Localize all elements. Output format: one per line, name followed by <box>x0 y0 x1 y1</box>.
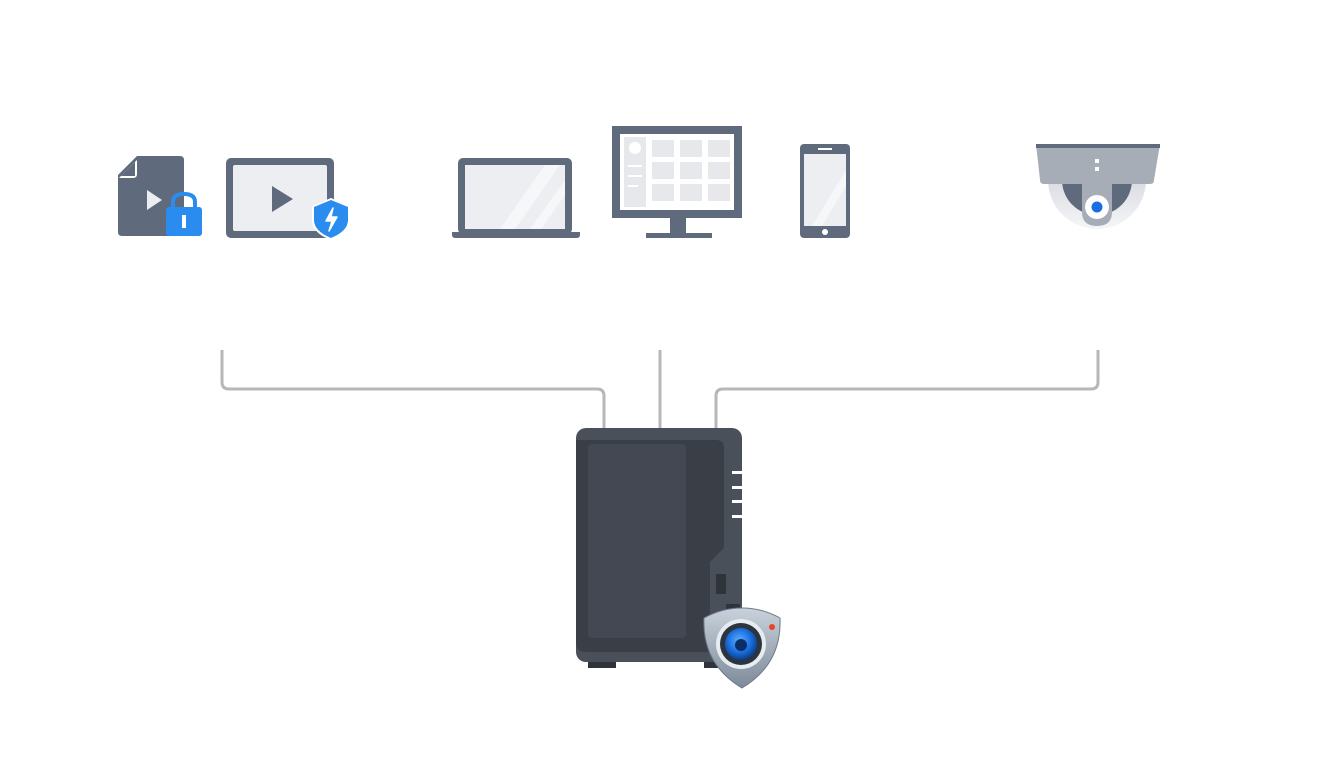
dome-ip-camera-icon <box>1036 144 1160 229</box>
nas-status-leds <box>732 471 742 518</box>
nas-server-icon <box>576 428 742 668</box>
smartphone-icon <box>800 144 850 238</box>
connector-lines <box>220 350 1100 428</box>
protected-video-player-icon <box>226 158 350 240</box>
connector-left <box>220 350 606 428</box>
encrypted-video-file-icon <box>118 156 202 236</box>
laptop-icon <box>452 158 580 238</box>
desktop-monitor-icon <box>612 126 742 238</box>
surveillance-station-badge-icon <box>703 607 781 689</box>
connector-right <box>714 350 1100 428</box>
